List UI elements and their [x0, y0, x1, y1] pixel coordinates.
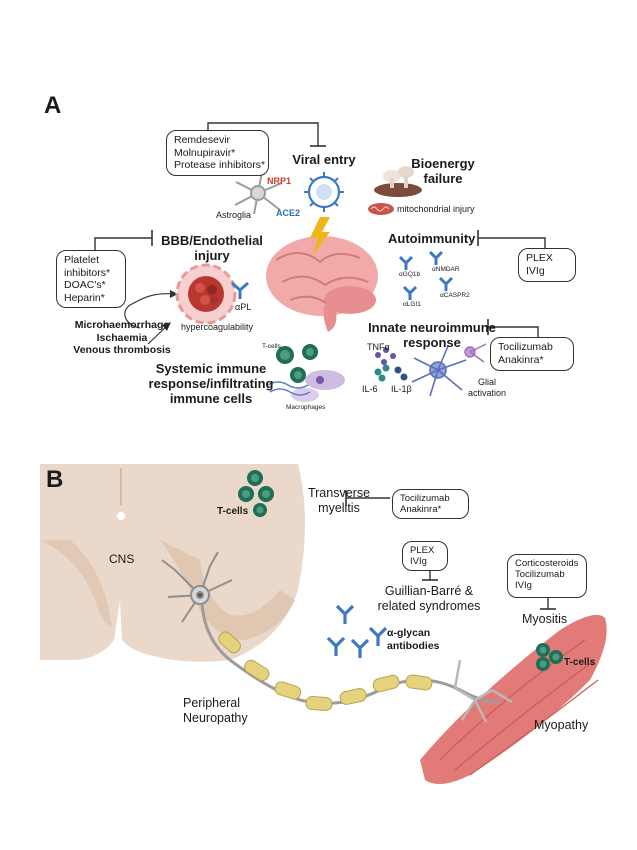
autoimmunity-heading: Autoimmunity	[388, 231, 476, 246]
bbb-heading: BBB/Endothelial injury	[161, 233, 263, 263]
mushroom-icon	[374, 166, 422, 197]
cns-label: CNS	[109, 552, 135, 566]
myositis-label: Myositis	[522, 612, 568, 626]
tcells-cns-label: T-cells	[217, 506, 249, 517]
antibody-label: αLGI1	[403, 301, 421, 308]
astroglia-label: Astroglia	[216, 210, 252, 220]
brain-icon	[266, 236, 378, 332]
cytokine-label: IL-1β	[391, 384, 412, 394]
ace2-label: ACE2	[276, 208, 301, 218]
apl-label: αPL	[235, 302, 252, 312]
autoantibody-icons	[398, 250, 454, 300]
hypercoagulability-label: hypercoagulability	[181, 322, 254, 332]
glycan-antibody-icons	[326, 604, 388, 658]
blood-vessel-icon	[175, 263, 237, 325]
muscle-icon	[420, 614, 607, 784]
drug-item: Platelet	[64, 254, 100, 266]
bioenergy-heading: Bioenergy failure	[411, 156, 475, 186]
drug-item: PLEX	[410, 545, 435, 556]
mitochondria-icon	[368, 203, 394, 215]
glial-cell-icon	[411, 345, 467, 397]
drug-item: IVIg	[410, 556, 427, 567]
innate-heading: Innate neuroimmune response	[368, 320, 496, 350]
cytokine-label: IL-6	[362, 384, 378, 394]
innate-drug-box: Tocilizumab Anakinra*	[490, 337, 574, 371]
transverse-myelitis-label: Transverse myelitis	[307, 486, 371, 515]
drug-item: Heparin*	[64, 291, 105, 304]
peripheral-neuropathy-label: Peripheral Neuropathy	[183, 696, 248, 725]
spinal-cord-icon	[40, 464, 305, 662]
drug-item: IVIg	[515, 580, 532, 591]
panel-a-label: A	[44, 92, 62, 119]
drug-item: Tocilizumab	[498, 341, 553, 353]
drug-item: Anakinra*	[498, 353, 544, 366]
macrophages-label: Macrophages	[286, 404, 326, 411]
motor-neuron-icon	[161, 551, 233, 623]
drug-item: Remdesevir	[174, 134, 231, 146]
virus-icon	[304, 172, 344, 212]
drug-item: IVIg	[526, 264, 545, 277]
autoimmunity-drug-box: PLEX IVIg	[518, 248, 576, 282]
antibody-label: αNMDAR	[432, 266, 460, 273]
drug-item: inhibitors*	[64, 266, 111, 279]
tcells-muscle-label: T-cells	[564, 657, 596, 668]
drug-item: Protease inhibitors*	[174, 159, 266, 171]
microglia-icon	[464, 343, 487, 363]
drug-item: Anakinra*	[400, 504, 442, 515]
myopathy-label: Myopathy	[534, 718, 589, 732]
astroglia-icon	[234, 171, 283, 215]
viral-entry-drug-box: Remdesevir Molnupiravir* Protease inhibi…	[166, 130, 269, 176]
gbs-label: Guillian-Barré & related syndromes	[377, 584, 481, 613]
tm-drug-box: Tocilizumab Anakinra*	[392, 489, 469, 519]
antibody-label: αCASPR2	[440, 292, 470, 299]
bbb-outcomes: Microhaemorrhage Ischaemia Venous thromb…	[73, 319, 171, 356]
cytokine-label: TNFα	[367, 342, 390, 352]
antibody-icon	[231, 281, 249, 299]
drug-item: Tocilizumab	[400, 493, 450, 504]
gbs-drug-box: PLEX IVIg	[402, 541, 448, 571]
myositis-drug-box: Corticosteroids Tocilizumab IVIg	[507, 554, 587, 598]
bbb-drug-box: Platelet inhibitors* DOAC's* Heparin*	[56, 250, 126, 308]
tcells-label: T-cells	[262, 343, 281, 350]
tcell-cluster-cns	[238, 470, 274, 517]
viral-entry-heading: Viral entry	[292, 152, 356, 167]
drug-item: DOAC's*	[64, 279, 106, 291]
drug-item: Corticosteroids	[515, 558, 579, 569]
drug-item: Tocilizumab	[515, 569, 565, 580]
drug-item: PLEX	[526, 252, 553, 264]
myelin-sheaths	[218, 631, 433, 711]
glycan-antibodies-label: α-glycan antibodies	[387, 627, 440, 652]
systemic-heading: Systemic immune response/infiltrating im…	[148, 361, 274, 406]
panel-b-label: B	[46, 466, 64, 493]
lightning-icon	[310, 217, 330, 256]
immune-cells-icon	[267, 344, 345, 402]
tcell-cluster-muscle	[536, 643, 563, 671]
mitochondrial-injury-label: mitochondrial injury	[397, 204, 475, 214]
drug-item: Molnupiravir*	[174, 146, 236, 159]
nerve-terminal-icon	[453, 659, 513, 723]
nrp1-label: NRP1	[267, 176, 292, 186]
cytokine-dots	[374, 347, 408, 382]
antibody-label: αGQ1b	[399, 271, 421, 278]
glial-activation-label: Glial activation	[468, 377, 507, 398]
